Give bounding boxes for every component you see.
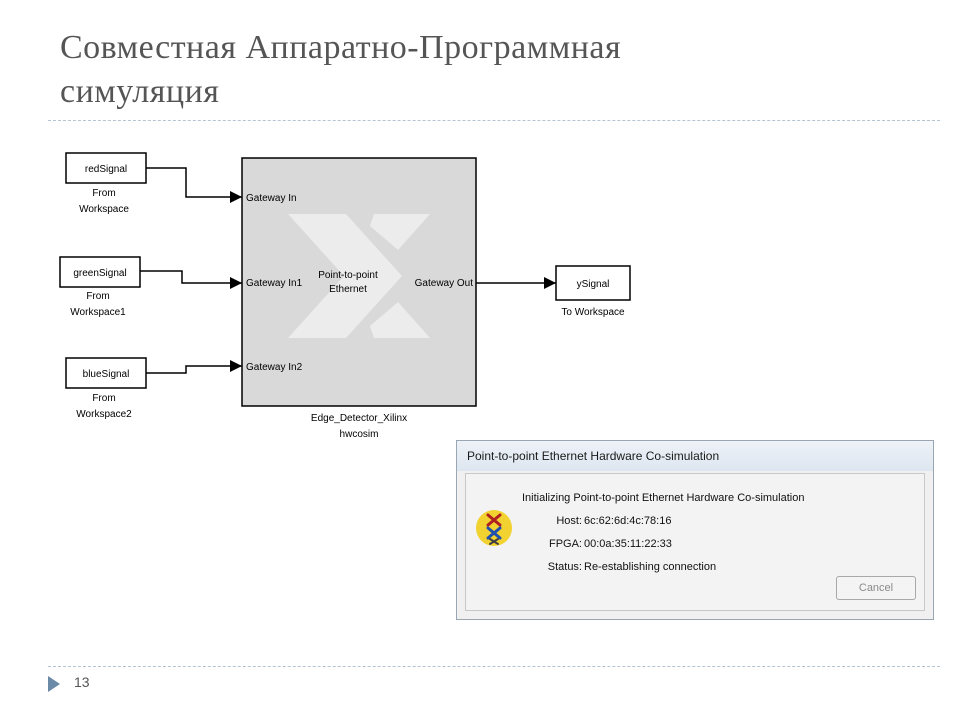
- field-value-host: 6c:62:6d:4c:78:16: [584, 515, 672, 527]
- dialog-content: Initializing Point-to-point Ethernet Har…: [465, 473, 925, 611]
- slide-title-line2: симуляция: [60, 73, 220, 110]
- source-block-blue[interactable]: blueSignal: [65, 357, 147, 389]
- source-block-red[interactable]: redSignal: [65, 152, 147, 184]
- field-row-fpga: FPGA: 00:0a:35:11:22:33: [466, 538, 926, 554]
- field-key-host: Host:: [556, 515, 582, 527]
- slide-title-line1: Совместная Аппаратно-Программная: [60, 29, 622, 66]
- source-block-green[interactable]: greenSignal: [59, 256, 141, 288]
- signal-line-blue: [146, 360, 242, 374]
- dialog-titlebar[interactable]: Point-to-point Ethernet Hardware Co-simu…: [457, 441, 933, 471]
- hwcosim-subsystem-block[interactable]: Gateway In Gateway In1 Gateway In2 Gatew…: [241, 157, 477, 407]
- field-value-fpga: 00:0a:35:11:22:33: [584, 538, 672, 550]
- sink-label: ySignal: [577, 279, 610, 290]
- cosim-dialog: Point-to-point Ethernet Hardware Co-simu…: [456, 440, 934, 620]
- subsystem-caption-2: hwcosim: [340, 429, 379, 440]
- port-gateway-in1: Gateway In1: [246, 278, 303, 289]
- source-caption-blue-2: Workspace2: [76, 409, 132, 420]
- field-key-fpga: FPGA:: [548, 538, 582, 550]
- field-row-status: Status: Re-establishing connection: [466, 561, 926, 577]
- signal-line-green: [140, 270, 242, 289]
- subsystem-center-line1: Point-to-point: [318, 270, 378, 281]
- source-label-green: greenSignal: [73, 268, 126, 279]
- source-label-red: redSignal: [85, 164, 127, 175]
- dialog-message: Initializing Point-to-point Ethernet Har…: [522, 492, 805, 504]
- source-label-blue: blueSignal: [83, 369, 130, 380]
- sink-block[interactable]: ySignal: [555, 265, 631, 301]
- port-gateway-in: Gateway In: [246, 193, 297, 204]
- field-key-status: Status:: [547, 561, 582, 573]
- source-caption-green-1: From: [86, 291, 109, 302]
- source-caption-green-2: Workspace1: [70, 307, 126, 318]
- field-value-status: Re-establishing connection: [584, 561, 717, 573]
- source-caption-red-2: Workspace: [79, 204, 129, 215]
- slide-title: Совместная Аппаратно-Программная симуляц…: [60, 26, 920, 114]
- sink-caption: To Workspace: [561, 307, 625, 318]
- page-number: 13: [74, 674, 90, 690]
- signal-line-red: [146, 167, 242, 203]
- cancel-button[interactable]: Cancel: [836, 576, 916, 600]
- bottom-divider: [48, 666, 940, 667]
- subsystem-caption-1: Edge_Detector_Xilinx: [311, 413, 407, 424]
- top-divider: [48, 120, 940, 121]
- source-caption-red-1: From: [92, 188, 115, 199]
- triangle-marker-icon: [48, 676, 60, 692]
- port-gateway-in2: Gateway In2: [246, 362, 303, 373]
- xilinx-cosim-icon: [476, 510, 512, 546]
- subsystem-center-line2: Ethernet: [329, 284, 367, 295]
- field-row-host: Host: 6c:62:6d:4c:78:16: [466, 515, 926, 531]
- source-caption-blue-1: From: [92, 393, 115, 404]
- dialog-title: Point-to-point Ethernet Hardware Co-simu…: [467, 449, 720, 463]
- port-gateway-out: Gateway Out: [415, 278, 474, 289]
- xilinx-logo-icon: [288, 214, 430, 338]
